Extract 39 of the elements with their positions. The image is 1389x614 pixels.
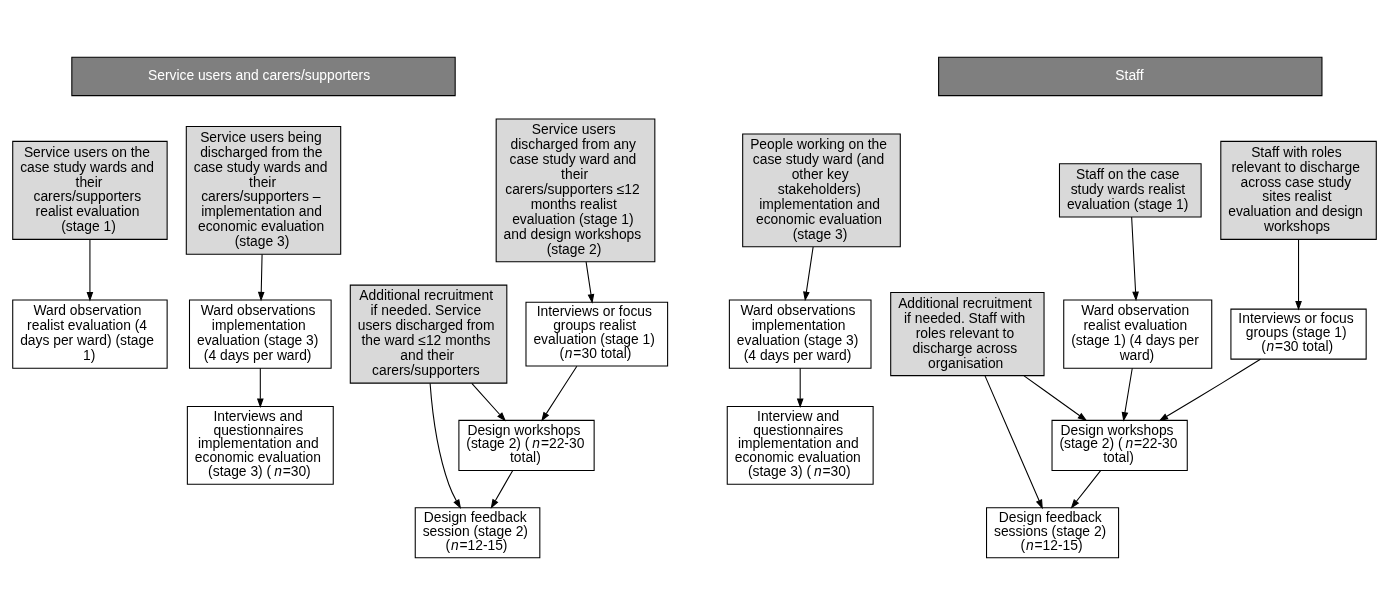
node-box: Service users discharged from any case study ward and their carers/supporters ≤12 months realist evaluation (stage 1) and design workshops (stage 2) [495, 118, 656, 262]
node-box: Ward observations implementation evaluation (stage 3) (4 days per ward) [188, 299, 332, 369]
node-box: Interview and questionnaires implementation and economic evaluation (stage 3) (n=30) [726, 405, 874, 485]
arrow [1070, 469, 1102, 509]
node-box: People working on the case study ward (and other key stakeholders) implementation and economic evaluation (stage 3) [742, 132, 901, 247]
node-box: Service users and carers/supporters [71, 56, 456, 96]
arrow [490, 469, 514, 509]
arrow [984, 374, 1043, 509]
arrow [1023, 374, 1088, 421]
node-box: Interviews and questionnaires implementation and economic evaluation (stage 3) (n=30) [186, 405, 334, 485]
arrow [796, 367, 804, 408]
arrow [256, 367, 264, 408]
node-box: Design feedback session (stage 2) (n=12-15) [414, 506, 541, 558]
node-box: Additional recruitment if needed. Staff with roles relevant to discharge across organisation [890, 291, 1045, 376]
arrow [803, 245, 814, 301]
node-box: Interviews or focus groups (stage 1) (n=30 total) [1230, 308, 1367, 360]
arrow [257, 253, 265, 301]
node-box: Ward observations implementation evaluation (stage 3) (4 days per ward) [728, 299, 872, 369]
node-box: Ward observation realist evaluation (stage 1) (4 days per ward) [1063, 299, 1213, 369]
node-box: Staff with roles relevant to discharge across case study sites realist evaluation and design workshops [1220, 140, 1377, 240]
node-box: Interviews or focus groups realist evaluation (stage 1) (n=30 total) [525, 301, 669, 367]
arrow [1121, 367, 1133, 422]
node-box: Service users on the case study wards and their carers/supporters realist evaluation (stage 1) [12, 140, 168, 240]
node-box: Service users being discharged from the case study wards and their carers/supporters – implementation and economic evaluation (stage 3) [185, 125, 342, 255]
arrow [1131, 216, 1139, 301]
node-box: Design workshops (stage 2) (n=22-30 total) [1051, 419, 1188, 471]
node-box: Staff [938, 56, 1323, 96]
node-box: Ward observation realist evaluation (4 days per ward) (stage 1) [12, 299, 168, 369]
node-box: Staff on the case study wards realist evaluation (stage 1) [1058, 162, 1202, 217]
arrow [585, 260, 595, 304]
node-box: Design feedback sessions (stage 2) (n=12-15) [986, 506, 1120, 558]
arrow [1295, 238, 1302, 311]
arrow [541, 365, 578, 422]
arrow [86, 238, 94, 301]
node-box: Design workshops (stage 2) (n=22-30 total) [458, 419, 595, 471]
arrow [429, 382, 462, 509]
node-box: Additional recruitment if needed. Service users discharged from the ward ≤12 months and their carers/supporters [349, 284, 508, 384]
arrow [471, 382, 507, 421]
arrow [1158, 358, 1261, 421]
